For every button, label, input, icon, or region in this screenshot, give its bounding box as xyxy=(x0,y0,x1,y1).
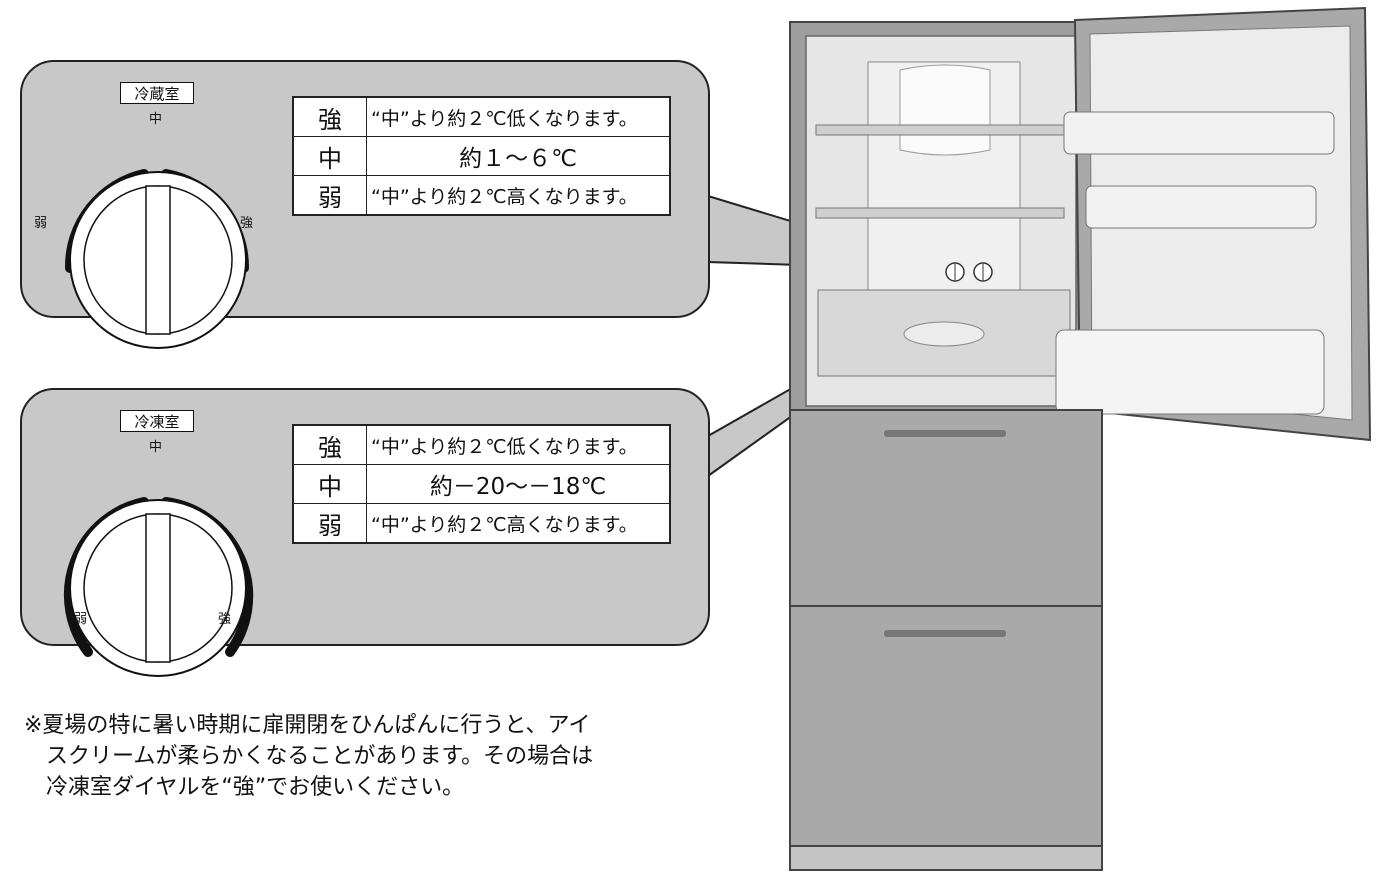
fridge-dial-icon xyxy=(64,169,250,349)
table-row: 中 約１～６℃ xyxy=(292,136,671,176)
freezer-room-label: 冷凍室 xyxy=(120,410,194,432)
level-cell: 中 xyxy=(292,464,367,504)
freezer-dial-icon xyxy=(63,497,254,677)
table-row: 弱 “中”より約２℃高くなります。 xyxy=(292,503,671,544)
level-cell: 中 xyxy=(292,136,367,176)
freezer-dial-mark-strong: 強 xyxy=(218,612,232,627)
note-line-1: ※夏場の特に暑い時期に扉開閉をひんぱんに行うと、アイ xyxy=(24,713,591,738)
level-cell: 強 xyxy=(292,96,367,137)
fridge-dial-mark-mid: 中 xyxy=(149,112,163,127)
fridge-dial-mark-weak: 弱 xyxy=(34,216,48,231)
fridge-room-label: 冷蔵室 xyxy=(120,82,194,104)
fridge-dial-mark-strong: 強 xyxy=(240,216,254,231)
freezer-setting-panel: 冷凍室 中 弱 強 強 “中”より約２℃低くなります。 中 約－20～－18℃ … xyxy=(20,388,710,677)
freezer-dial-mark-mid: 中 xyxy=(149,440,163,455)
table-row: 強 “中”より約２℃低くなります。 xyxy=(292,96,671,137)
description-cell: 約－20～－18℃ xyxy=(366,464,671,504)
description-cell: 約１～６℃ xyxy=(366,136,671,176)
table-row: 強 “中”より約２℃低くなります。 xyxy=(292,424,671,465)
description-cell: “中”より約２℃低くなります。 xyxy=(366,424,671,465)
table-row: 中 約－20～－18℃ xyxy=(292,464,671,504)
description-cell: “中”より約２℃高くなります。 xyxy=(366,503,671,544)
level-cell: 弱 xyxy=(292,503,367,544)
level-cell: 強 xyxy=(292,424,367,465)
fridge-setting-table: 強 “中”より約２℃低くなります。 中 約１～６℃ 弱 “中”より約２℃高くなり… xyxy=(292,96,671,216)
description-cell: “中”より約２℃低くなります。 xyxy=(366,96,671,137)
note-line-3: 冷凍室ダイヤルを“強”でお使いください。 xyxy=(46,775,465,800)
fridge-setting-panel: 冷蔵室 中 弱 強 強 “中”より約２℃低くなります。 中 約１～６℃ 弱 “中… xyxy=(20,60,710,349)
table-row: 弱 “中”より約２℃高くなります。 xyxy=(292,175,671,216)
note-line-2: スクリームが柔らかくなることがあります。その場合は xyxy=(46,744,594,769)
level-cell: 弱 xyxy=(292,175,367,216)
description-cell: “中”より約２℃高くなります。 xyxy=(366,175,671,216)
freezer-setting-table: 強 “中”より約２℃低くなります。 中 約－20～－18℃ 弱 “中”より約２℃… xyxy=(292,424,671,544)
freezer-dial-mark-weak: 弱 xyxy=(74,612,88,627)
usage-note: ※夏場の特に暑い時期に扉開閉をひんぱんに行うと、アイ スクリームが柔らかくなるこ… xyxy=(24,710,724,803)
